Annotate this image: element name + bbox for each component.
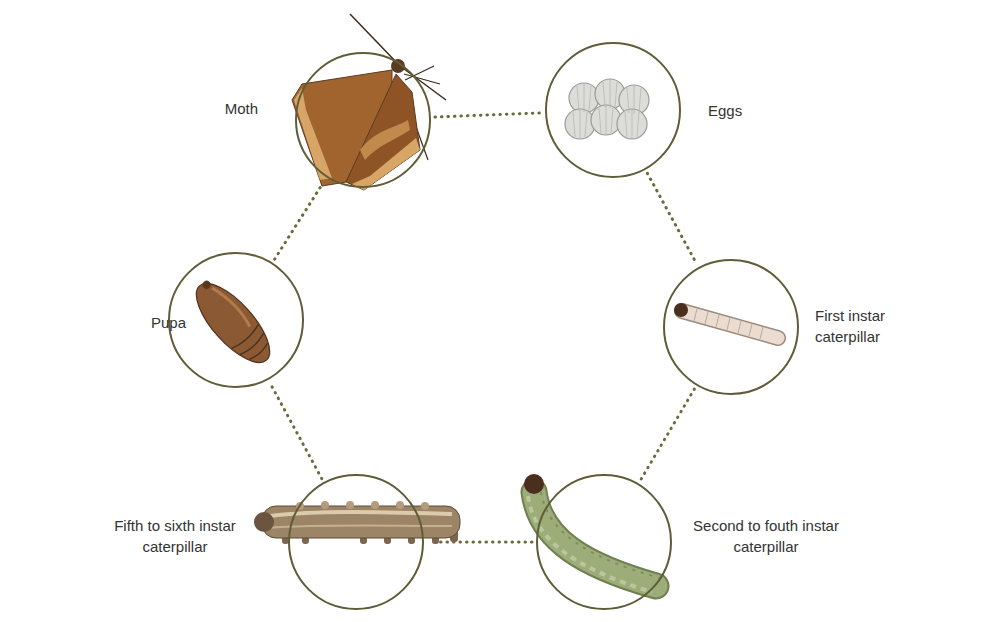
dotted-connector [647, 173, 696, 263]
dotted-connector [275, 181, 325, 259]
life-stage-circle: First instar caterpillar [663, 259, 799, 395]
pupa-illustration [185, 272, 282, 373]
moth-illustration [292, 14, 446, 190]
stage-label: Second to fouth instar caterpillar [690, 515, 842, 557]
dotted-connector [428, 541, 532, 544]
eggs-illustration [565, 79, 649, 139]
life-stage-circle: Fifth to sixth instar caterpillar [288, 474, 424, 610]
dotted-connector [435, 113, 541, 117]
dotted-connector [641, 389, 695, 480]
second-instar-illustration [524, 474, 660, 592]
stage-label: Fifth to sixth instar caterpillar [100, 515, 250, 557]
fifth-instar-illustration [254, 501, 460, 544]
life-stage-circle: Eggs [545, 42, 681, 178]
stage-label: Pupa [126, 312, 186, 333]
life-stage-circle: Second to fouth instar caterpillar [536, 474, 672, 610]
stage-label: First instar caterpillar [815, 305, 925, 347]
stage-label: Moth [196, 98, 258, 119]
stage-label: Eggs [708, 100, 778, 121]
first-instar-illustration [674, 303, 778, 339]
life-stage-circle: Moth [295, 52, 431, 188]
life-stage-circle: Pupa [168, 252, 304, 388]
dotted-connector [270, 383, 322, 478]
